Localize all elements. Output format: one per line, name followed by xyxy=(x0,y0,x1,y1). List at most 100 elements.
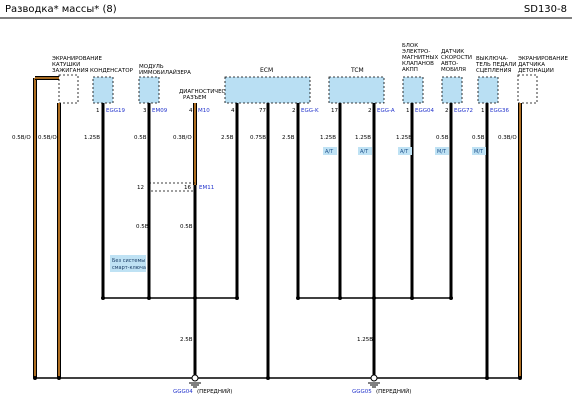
label-knock-shield: ЭКРАНИРОВАНИЕ ДАТЧИКА ДЕТОНАЦИИ xyxy=(518,56,569,74)
wire-size-tcm-b: 1.25B xyxy=(355,135,371,141)
label-ecm: ECM xyxy=(260,67,273,74)
knock-shield-connector xyxy=(517,74,538,104)
label-valve-block: БЛОК ЭЛЕКТРО- МАГНИТНЫХ КЛАПАНОВ АКПП xyxy=(402,43,438,73)
badge-tcm-a: A/T xyxy=(323,147,337,155)
tcm-connector xyxy=(328,76,385,104)
pin-immobilizer: 3 xyxy=(143,108,147,114)
pin-condenser: 1 xyxy=(96,108,100,114)
svg-text:(ПЕРЕДНИЙ): (ПЕРЕДНИЙ) xyxy=(376,388,411,395)
note-no-smart-key: Без системы смарт-ключа xyxy=(110,255,146,272)
pin-junction-right: 16 xyxy=(184,185,191,191)
svg-text:ЭЛЕКТРО-: ЭЛЕКТРО- xyxy=(402,49,430,55)
page-code: SD130-8 xyxy=(523,4,567,15)
pin-ecm-b: 77 xyxy=(259,108,266,114)
badge-valve: A/T xyxy=(398,147,412,155)
ref-ecm: EGG-K xyxy=(301,108,319,114)
svg-text:Без системы: Без системы xyxy=(112,258,145,264)
wire-size-valve: 1.25B xyxy=(396,135,412,141)
wire-size-ecm-b: 0.75B xyxy=(250,135,266,141)
ground-right-icon xyxy=(368,374,380,388)
svg-text:ДЕТОНАЦИИ: ДЕТОНАЦИИ xyxy=(518,68,554,74)
ground-right-label: GGG05 (ПЕРЕДНИЙ) xyxy=(352,388,411,395)
label-immobilizer: МОДУЛЬ ИММОБИЛАЙЗЕРА xyxy=(139,64,191,76)
ref-junction: EM11 xyxy=(199,185,214,191)
clutch-switch-connector xyxy=(477,76,499,104)
ecm-connector xyxy=(224,76,311,104)
svg-text:A/T: A/T xyxy=(360,149,369,155)
svg-text:ДАТЧИКА: ДАТЧИКА xyxy=(518,62,545,68)
wire-size-ground-right: 1.25B xyxy=(357,337,373,343)
svg-text:ЭКРАНИРОВАНИЕ: ЭКРАНИРОВАНИЕ xyxy=(52,56,103,62)
ref-valve: EGG04 xyxy=(415,108,434,114)
pin-diag: 4 xyxy=(189,108,193,114)
pin-tcm-a: 17 xyxy=(331,108,338,114)
pin-ecm-a: 4 xyxy=(231,108,235,114)
immobilizer-connector xyxy=(138,76,160,104)
wire-size-immobilizer: 0.5B xyxy=(134,135,147,141)
label-condenser: КОНДЕНСАТОР xyxy=(90,68,134,74)
svg-text:МОДУЛЬ: МОДУЛЬ xyxy=(139,64,164,70)
wire-size-w1: 0.5B/O xyxy=(12,135,31,141)
junction-box xyxy=(148,182,196,192)
svg-text:ИММОБИЛАЙЗЕРА: ИММОБИЛАЙЗЕРА xyxy=(139,69,191,76)
condenser-connector xyxy=(92,76,114,104)
svg-text:M/T: M/T xyxy=(437,149,447,155)
pin-tcm-b: 2 xyxy=(368,108,372,114)
svg-text:смарт-ключа: смарт-ключа xyxy=(112,265,146,271)
svg-text:МАГНИТНЫХ: МАГНИТНЫХ xyxy=(402,55,438,61)
svg-text:ТЕЛЬ ПЕДАЛИ: ТЕЛЬ ПЕДАЛИ xyxy=(475,62,516,68)
label-speed-sensor: ДАТЧИК СКОРОСТИ АВТО- МОБИЛЯ xyxy=(441,49,472,73)
wire-size-condenser: 1.25B xyxy=(84,135,100,141)
svg-text:M/T: M/T xyxy=(474,149,484,155)
page-title: Разводка* массы* (8) xyxy=(5,4,117,15)
header-bar: Разводка* массы* (8) SD130-8 xyxy=(0,0,572,20)
svg-text:ЭКРАНИРОВАНИЕ: ЭКРАНИРОВАНИЕ xyxy=(518,56,569,62)
svg-text:СЦЕПЛЕНИЯ: СЦЕПЛЕНИЯ xyxy=(476,68,512,74)
valve-block-connector xyxy=(402,76,424,104)
wire-size-w2: 0.5B/O xyxy=(38,135,57,141)
ref-condenser: EGG19 xyxy=(106,108,125,114)
wire-shield-left xyxy=(33,76,61,378)
label-tcm: TCM xyxy=(350,67,364,74)
wire-size-speed: 0.5B xyxy=(436,135,449,141)
svg-text:ДИАГНОСТИЧЕСКИЙ: ДИАГНОСТИЧЕСКИЙ xyxy=(179,88,238,95)
pin-speed: 2 xyxy=(445,108,449,114)
wire-size-clutch: 0.5B xyxy=(472,135,485,141)
ground-left-label: GGG04 (ПЕРЕДНИЙ) xyxy=(173,388,232,395)
svg-text:(ПЕРЕДНИЙ): (ПЕРЕДНИЙ) xyxy=(197,388,232,395)
svg-text:КАТУШКИ: КАТУШКИ xyxy=(52,62,80,68)
svg-text:РАЗЪЕМ: РАЗЪЕМ xyxy=(183,95,207,101)
wire-size-tcm-a: 1.25B xyxy=(320,135,336,141)
pin-ecm-c: 2 xyxy=(292,108,296,114)
label-clutch-switch: ВЫКЛЮЧА- ТЕЛЬ ПЕДАЛИ СЦЕПЛЕНИЯ xyxy=(475,56,516,74)
svg-text:КЛАПАНОВ: КЛАПАНОВ xyxy=(402,61,434,67)
pin-junction-left: 12 xyxy=(137,185,144,191)
shield-ignition-connector xyxy=(58,74,79,104)
ref-clutch: EGG36 xyxy=(490,108,509,114)
svg-text:БЛОК: БЛОК xyxy=(402,43,418,49)
badge-clutch: M/T xyxy=(472,147,486,155)
splice-dots xyxy=(33,296,522,380)
wire-size-ground-left: 2.5B xyxy=(180,337,193,343)
badge-speed: M/T xyxy=(435,147,449,155)
svg-text:ВЫКЛЮЧА-: ВЫКЛЮЧА- xyxy=(476,56,508,62)
ref-tcm: EGG-A xyxy=(377,108,395,114)
wire-size-immobilizer-lower: 0.5B xyxy=(136,224,149,230)
svg-text:ДАТЧИК: ДАТЧИК xyxy=(441,49,464,55)
svg-text:A/T: A/T xyxy=(400,149,409,155)
svg-text:АКПП: АКПП xyxy=(402,67,418,73)
pin-valve: 1 xyxy=(406,108,410,114)
ref-speed: EGG72 xyxy=(454,108,473,114)
svg-text:ЗАЖИГАНИЯ: ЗАЖИГАНИЯ xyxy=(52,68,89,74)
svg-text:GGG05: GGG05 xyxy=(352,389,372,395)
ref-diag: M10 xyxy=(198,108,210,114)
wire-size-diag-lower: 0.5B xyxy=(180,224,193,230)
svg-text:A/T: A/T xyxy=(325,149,334,155)
wire-size-knock: 0.3B/O xyxy=(498,135,517,141)
ground-left-icon xyxy=(189,374,201,388)
badge-tcm-b: A/T xyxy=(358,147,372,155)
pin-clutch: 1 xyxy=(481,108,485,114)
wire-size-ecm-a: 2.5B xyxy=(221,135,234,141)
